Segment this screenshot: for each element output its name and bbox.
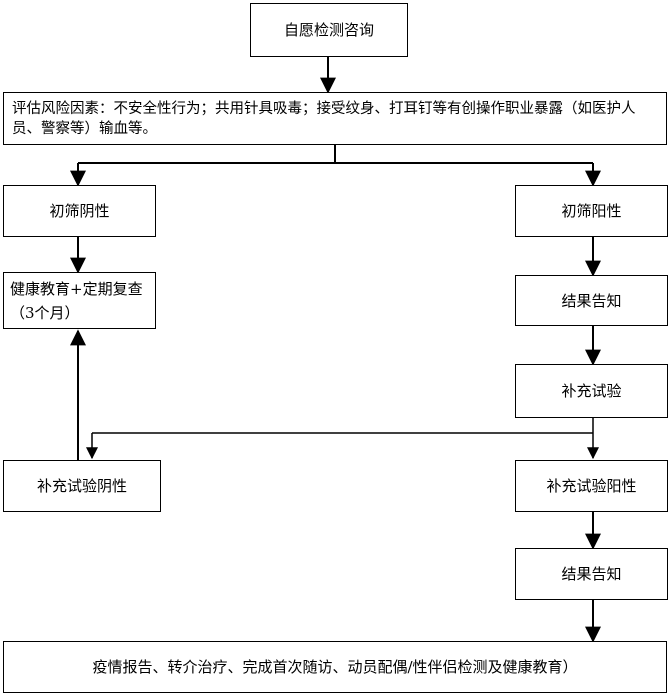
final-actions-box: 疫情报告、转介治疗、完成首次随访、动员配偶/性伴侣检测及健康教育）: [3, 641, 667, 693]
consult-box: 自愿检测咨询: [250, 3, 408, 57]
screen-positive-box: 初筛阳性: [515, 185, 668, 237]
supplementary-test-box: 补充试验: [515, 364, 668, 418]
consult-label: 自愿检测咨询: [283, 21, 374, 39]
final-actions-label: 疫情报告、转介治疗、完成首次随访、动员配偶/性伴侣检测及健康教育）: [92, 658, 578, 676]
health-education-label: 健康教育+定期复查（3个月）: [10, 279, 143, 322]
health-education-box: 健康教育+定期复查（3个月）: [3, 272, 156, 329]
screen-negative-label: 初筛阴性: [49, 202, 110, 220]
supplementary-test-label: 补充试验: [561, 382, 622, 400]
screen-positive-label: 初筛阳性: [561, 202, 622, 220]
supp-positive-box: 补充试验阳性: [515, 460, 668, 512]
result-notify-label-1: 结果告知: [561, 291, 622, 310]
supp-positive-label: 补充试验阳性: [546, 477, 637, 495]
risk-factors-label: 评估风险因素：不安全性行为；共用针具吸毒；接受纹身、打耳钉等有创操作职业暴露（如…: [12, 100, 636, 137]
supp-negative-box: 补充试验阴性: [3, 460, 161, 512]
screen-negative-box: 初筛阴性: [3, 185, 156, 237]
risk-factors-box: 评估风险因素：不安全性行为；共用针具吸毒；接受纹身、打耳钉等有创操作职业暴露（如…: [3, 92, 667, 145]
supp-negative-label: 补充试验阴性: [36, 477, 127, 495]
result-notify-box-2: 结果告知: [515, 548, 668, 600]
result-notify-label-2: 结果告知: [561, 565, 622, 583]
result-notify-box-1: 结果告知: [515, 275, 668, 326]
